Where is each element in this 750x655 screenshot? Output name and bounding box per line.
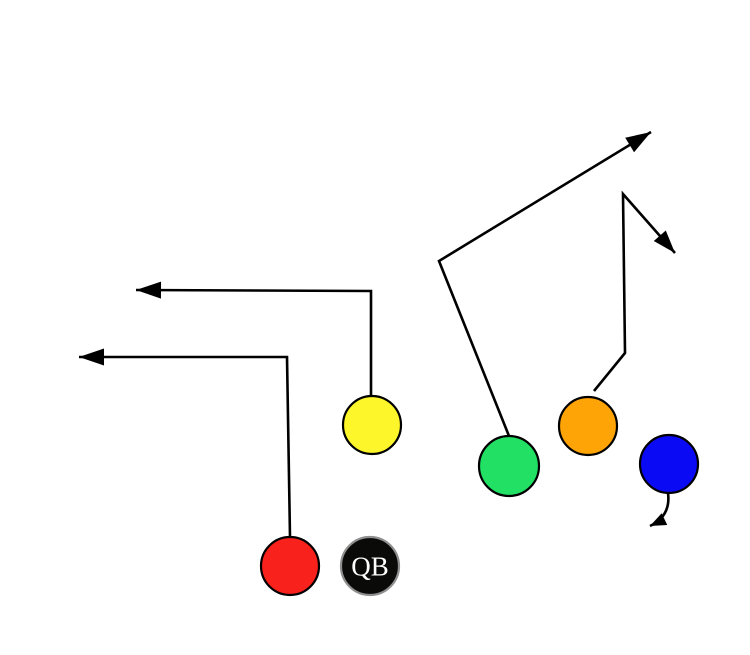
player-qb-label: QB bbox=[351, 551, 389, 581]
player-green-receiver-circle[interactable] bbox=[477, 434, 541, 498]
player-blue-receiver[interactable] bbox=[638, 433, 700, 495]
player-orange-receiver[interactable] bbox=[557, 395, 619, 457]
player-blue-receiver-circle[interactable] bbox=[638, 433, 700, 495]
green-route-arrowhead bbox=[625, 132, 651, 153]
player-qb[interactable]: QB bbox=[339, 535, 401, 597]
red-route-line bbox=[79, 355, 292, 538]
player-green-receiver[interactable] bbox=[477, 434, 541, 498]
green-route-line bbox=[437, 130, 652, 437]
player-qb-circle[interactable] bbox=[339, 535, 401, 597]
red-route-arrowhead bbox=[79, 348, 104, 366]
player-orange-receiver-circle[interactable] bbox=[557, 395, 619, 457]
orange-route-line bbox=[592, 190, 676, 392]
yellow-route-arrowhead bbox=[136, 281, 162, 299]
player-yellow-receiver[interactable] bbox=[341, 394, 403, 456]
yellow-route-line bbox=[135, 288, 373, 396]
player-yellow-receiver-circle[interactable] bbox=[341, 394, 403, 456]
player-red-receiver-circle[interactable] bbox=[259, 535, 321, 597]
player-red-receiver[interactable] bbox=[259, 535, 321, 597]
orange-route-arrowhead bbox=[653, 230, 675, 253]
blue-route-arrowhead bbox=[650, 513, 668, 526]
